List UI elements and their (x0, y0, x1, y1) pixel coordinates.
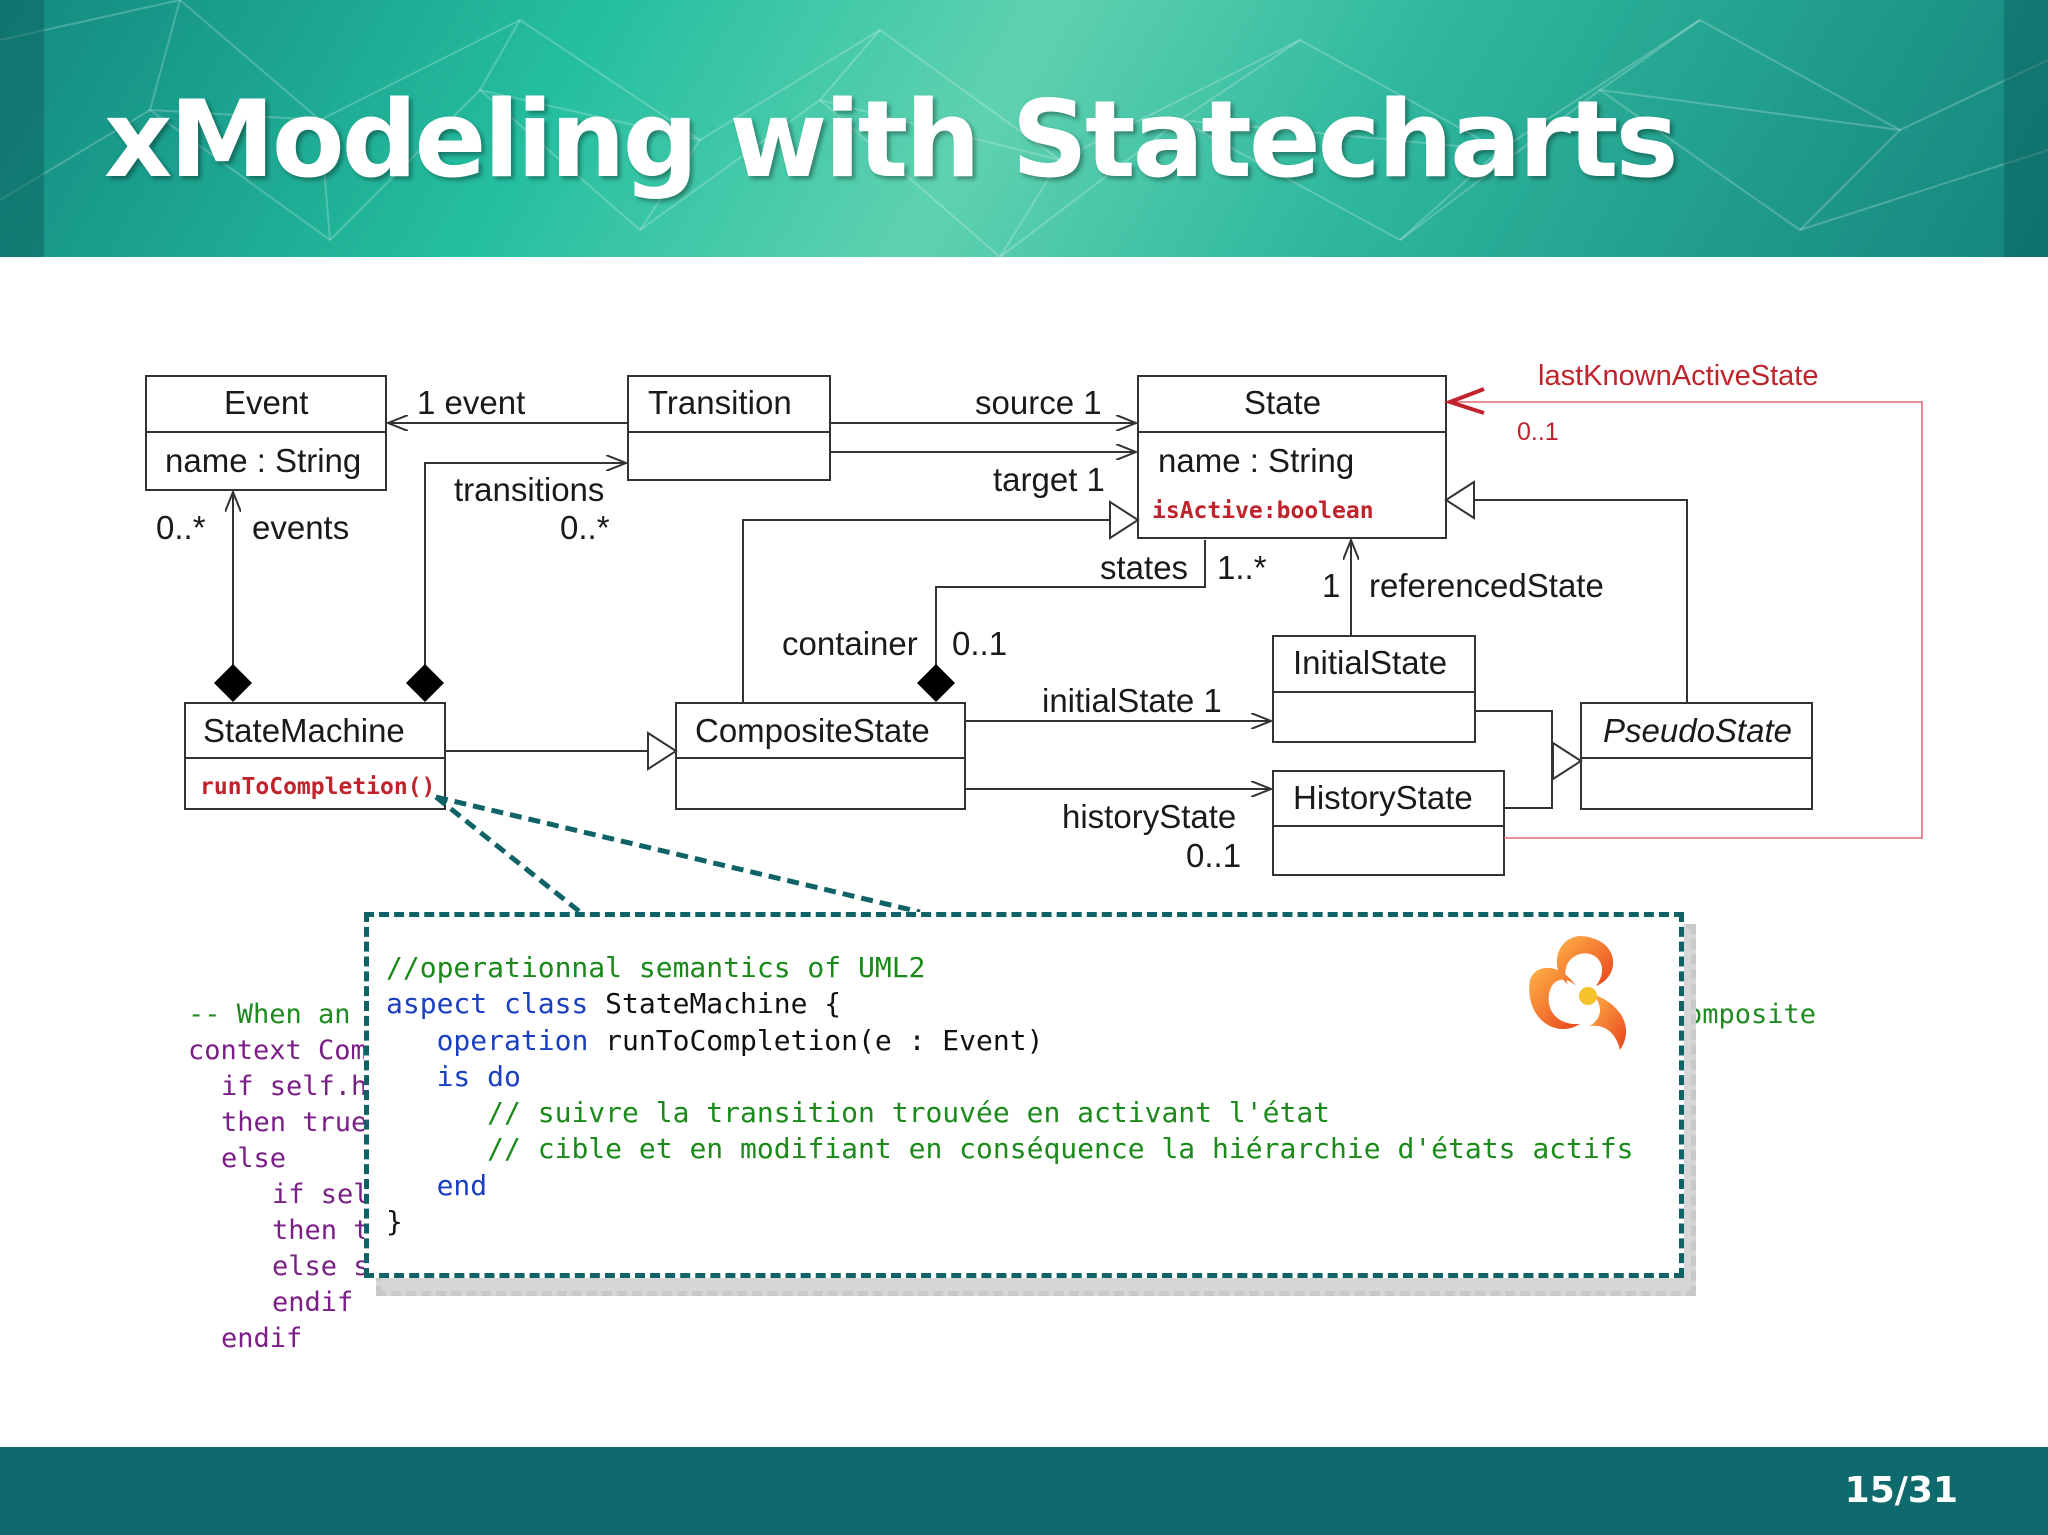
code-line: // suivre la transition trouvée en activ… (487, 1096, 1331, 1130)
role-history-mult: 0..1 (1186, 837, 1242, 874)
role-referenced-state: referencedState (1369, 567, 1604, 604)
role-events: events (252, 509, 350, 546)
ocl-line: endif (272, 1287, 354, 1318)
code-line: } (386, 1205, 403, 1239)
role-states: states (1100, 549, 1189, 586)
class-state-name: State (1244, 384, 1322, 421)
code-line: is do (436, 1059, 521, 1093)
class-historystate-name: HistoryState (1293, 779, 1473, 816)
role-source: source 1 (975, 384, 1102, 421)
kermeta-logo-icon (1529, 936, 1627, 1050)
code-line: // cible et en modifiant en conséquence … (487, 1132, 1634, 1166)
class-state-attribute: name : String (1158, 442, 1355, 479)
code-line: StateMachine { (605, 987, 842, 1021)
class-transition-name: Transition (648, 384, 792, 421)
role-transitions-mult: 0..* (560, 509, 610, 546)
role-history-state: historyState (1062, 798, 1237, 835)
ocl-line: context Com (188, 1035, 367, 1066)
role-transitions: transitions (454, 471, 605, 508)
ocl-line: else (221, 1143, 287, 1174)
class-pseudostate-name: PseudoState (1603, 712, 1792, 749)
header-polygon-background (0, 0, 2048, 257)
code-line: end (436, 1168, 488, 1202)
code-line: runToCompletion(e : Event) (605, 1023, 1044, 1057)
role-target: target 1 (993, 461, 1105, 498)
class-compositestate-name: CompositeState (695, 712, 930, 749)
role-last-known-mult: 0..1 (1517, 418, 1559, 446)
role-referenced-mult: 1 (1322, 567, 1341, 604)
slide-footer (0, 1447, 2048, 1535)
role-container-mult: 0..1 (952, 625, 1008, 662)
ocl-line: endif (221, 1323, 303, 1354)
slide-header: xModeling with Statecharts (0, 0, 2048, 257)
ocl-line: then true (221, 1107, 368, 1138)
slide-title: xModeling with Statecharts (104, 78, 1679, 201)
role-last-known-active-state: lastKnownActiveState (1538, 360, 1819, 392)
page-number: 15/31 (1844, 1470, 1958, 1511)
ocl-line: -- When an (188, 999, 351, 1030)
code-keyword: aspect class (386, 987, 606, 1021)
ocl-line: if self.h (221, 1071, 368, 1102)
code-keyword: operation (436, 1023, 606, 1057)
ocl-line: else s (272, 1251, 370, 1282)
class-state-isactive: isActive:boolean (1152, 498, 1374, 524)
class-event-name: Event (224, 384, 309, 421)
role-container: container (782, 625, 918, 662)
code-line: //operationnal semantics of UML2 (386, 951, 926, 984)
role-states-mult: 1..* (1217, 549, 1267, 586)
class-initialstate-name: InitialState (1293, 644, 1448, 681)
ocl-right-fragment: omposite (1686, 999, 1817, 1030)
role-initial-state: initialState 1 (1042, 682, 1222, 719)
role-events-mult: 0..* (156, 509, 206, 546)
ocl-line: if sel (272, 1179, 370, 1210)
role-one-event: 1 event (417, 384, 526, 421)
code-popup (364, 912, 1684, 1278)
class-statemachine-operation: runToCompletion() (200, 774, 436, 800)
class-event-attribute: name : String (165, 442, 362, 479)
class-statemachine-name: StateMachine (203, 712, 405, 749)
popup-code: //operationnal semantics of UML2 aspect … (386, 950, 1633, 1240)
ocl-line: then t (272, 1215, 370, 1246)
